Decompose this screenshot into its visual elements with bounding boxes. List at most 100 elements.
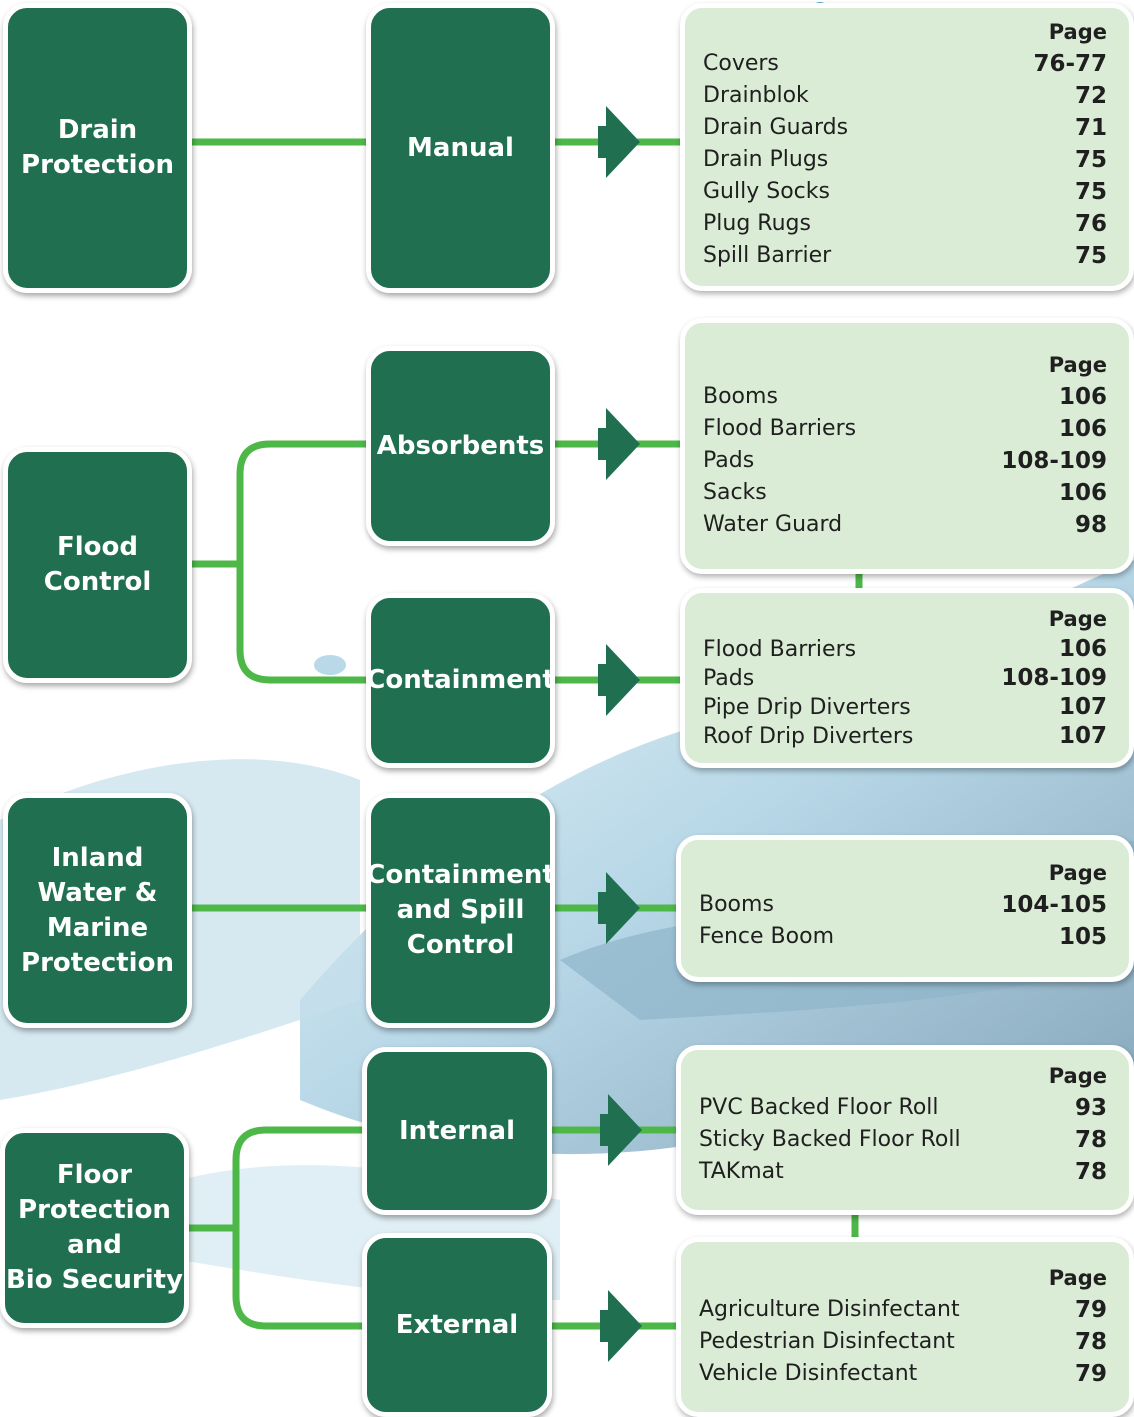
product-row: Vehicle Disinfectant 79 [699,1358,1107,1390]
product-name: Spill Barrier [703,243,832,268]
product-name: Agriculture Disinfectant [699,1297,960,1322]
product-page-number: 78 [1074,1329,1107,1355]
product-row: Drain Guards 71 [703,112,1107,144]
product-page-number: 98 [1074,512,1107,538]
product-name: Pedestrian Disinfectant [699,1329,955,1354]
product-row: Flood Barriers 106 [703,635,1107,664]
product-page-number: 79 [1074,1361,1107,1387]
product-name: Covers [703,51,779,76]
product-row: Sticky Backed Floor Roll 78 [699,1124,1107,1156]
product-page-number: 106 [1058,416,1107,442]
product-row: Agriculture Disinfectant 79 [699,1294,1107,1326]
arrow-right-icon [598,644,640,716]
product-page-number: 93 [1074,1095,1107,1121]
category-floor-protection-bio-security: Floor Protection and Bio Security [0,1128,189,1328]
product-row: Drainblok 72 [703,80,1107,112]
connector-line [232,1126,362,1330]
product-row: Roof Drip Diverters 107 [703,722,1107,751]
product-row: Plug Rugs 76 [703,208,1107,240]
page-column-header: Page [1048,607,1107,631]
product-name: Drain Plugs [703,147,829,172]
product-page-number: 106 [1058,636,1107,662]
product-name: Booms [703,384,778,409]
arrow-right-icon [600,1290,642,1362]
product-name: Plug Rugs [703,211,811,236]
product-row: Sacks 106 [703,477,1107,509]
product-name: Roof Drip Diverters [703,724,914,749]
page-column-header: Page [1048,20,1107,44]
method-absorbents: Absorbents [366,346,555,546]
product-page-number: 71 [1074,115,1107,141]
category-inland-water-marine-protection: Inland Water & Marine Protection [3,793,192,1028]
product-page-number: 108-109 [1001,665,1107,691]
method-manual: Manual [366,3,555,293]
product-name: Drainblok [703,83,809,108]
product-name: PVC Backed Floor Roll [699,1095,939,1120]
product-name: Drain Guards [703,115,849,140]
method-containment: Containment [366,593,555,768]
product-name: Sticky Backed Floor Roll [699,1127,961,1152]
product-row: Pipe Drip Diverters 107 [703,693,1107,722]
product-page-number: 78 [1074,1127,1107,1153]
page-column-header: Page [1048,1266,1107,1290]
product-row: Flood Barriers 106 [703,413,1107,445]
product-name: Pads [703,448,755,473]
product-row: Spill Barrier 75 [703,240,1107,272]
product-row: Pedestrian Disinfectant 78 [699,1326,1107,1358]
product-name: Flood Barriers [703,416,857,441]
method-external: External [362,1233,552,1417]
product-page-number: 105 [1058,924,1107,950]
product-name: Pipe Drip Diverters [703,695,911,720]
product-name: Gully Socks [703,179,830,204]
product-name: Pads [703,666,755,691]
product-row: Pads 108-109 [703,664,1107,693]
product-page-number: 75 [1074,243,1107,269]
product-row: Booms 106 [703,381,1107,413]
product-page-number: 108-109 [1001,448,1107,474]
product-page-number: 106 [1058,480,1107,506]
product-page-number: 107 [1058,723,1107,749]
product-row: Covers 76-77 [703,48,1107,80]
category-drain-protection: Drain Protection [3,3,192,293]
page-column-header: Page [1048,1064,1107,1088]
product-page-number: 106 [1058,384,1107,410]
connector-line [236,440,366,684]
product-name: Fence Boom [699,924,834,949]
product-name: Vehicle Disinfectant [699,1361,918,1386]
product-page-number: 78 [1074,1159,1107,1185]
page-column-header: Page [1048,353,1107,377]
product-page-number: 79 [1074,1297,1107,1323]
product-page-number: 75 [1074,179,1107,205]
product-page-number: 76-77 [1033,51,1107,77]
method-containment-spill-control: Containment and Spill Control [366,793,555,1028]
product-row: Fence Boom 105 [699,921,1107,953]
arrow-right-icon [598,106,640,178]
product-row: PVC Backed Floor Roll 93 [699,1092,1107,1124]
product-page-number: 104-105 [1001,892,1107,918]
product-page-number: 107 [1058,694,1107,720]
arrow-right-icon [600,1094,642,1166]
method-internal: Internal [362,1047,552,1215]
product-name: TAKmat [699,1159,784,1184]
product-page-number: 72 [1074,83,1107,109]
product-row: TAKmat 78 [699,1156,1107,1188]
product-page-number: 76 [1074,211,1107,237]
product-name: Flood Barriers [703,637,857,662]
product-name: Sacks [703,480,767,505]
arrow-right-icon [598,408,640,480]
page-column-header: Page [1048,861,1107,885]
arrow-right-icon [598,872,640,944]
category-flood-control: Flood Control [3,447,192,683]
product-row: Gully Socks 75 [703,176,1107,208]
product-row: Pads 108-109 [703,445,1107,477]
